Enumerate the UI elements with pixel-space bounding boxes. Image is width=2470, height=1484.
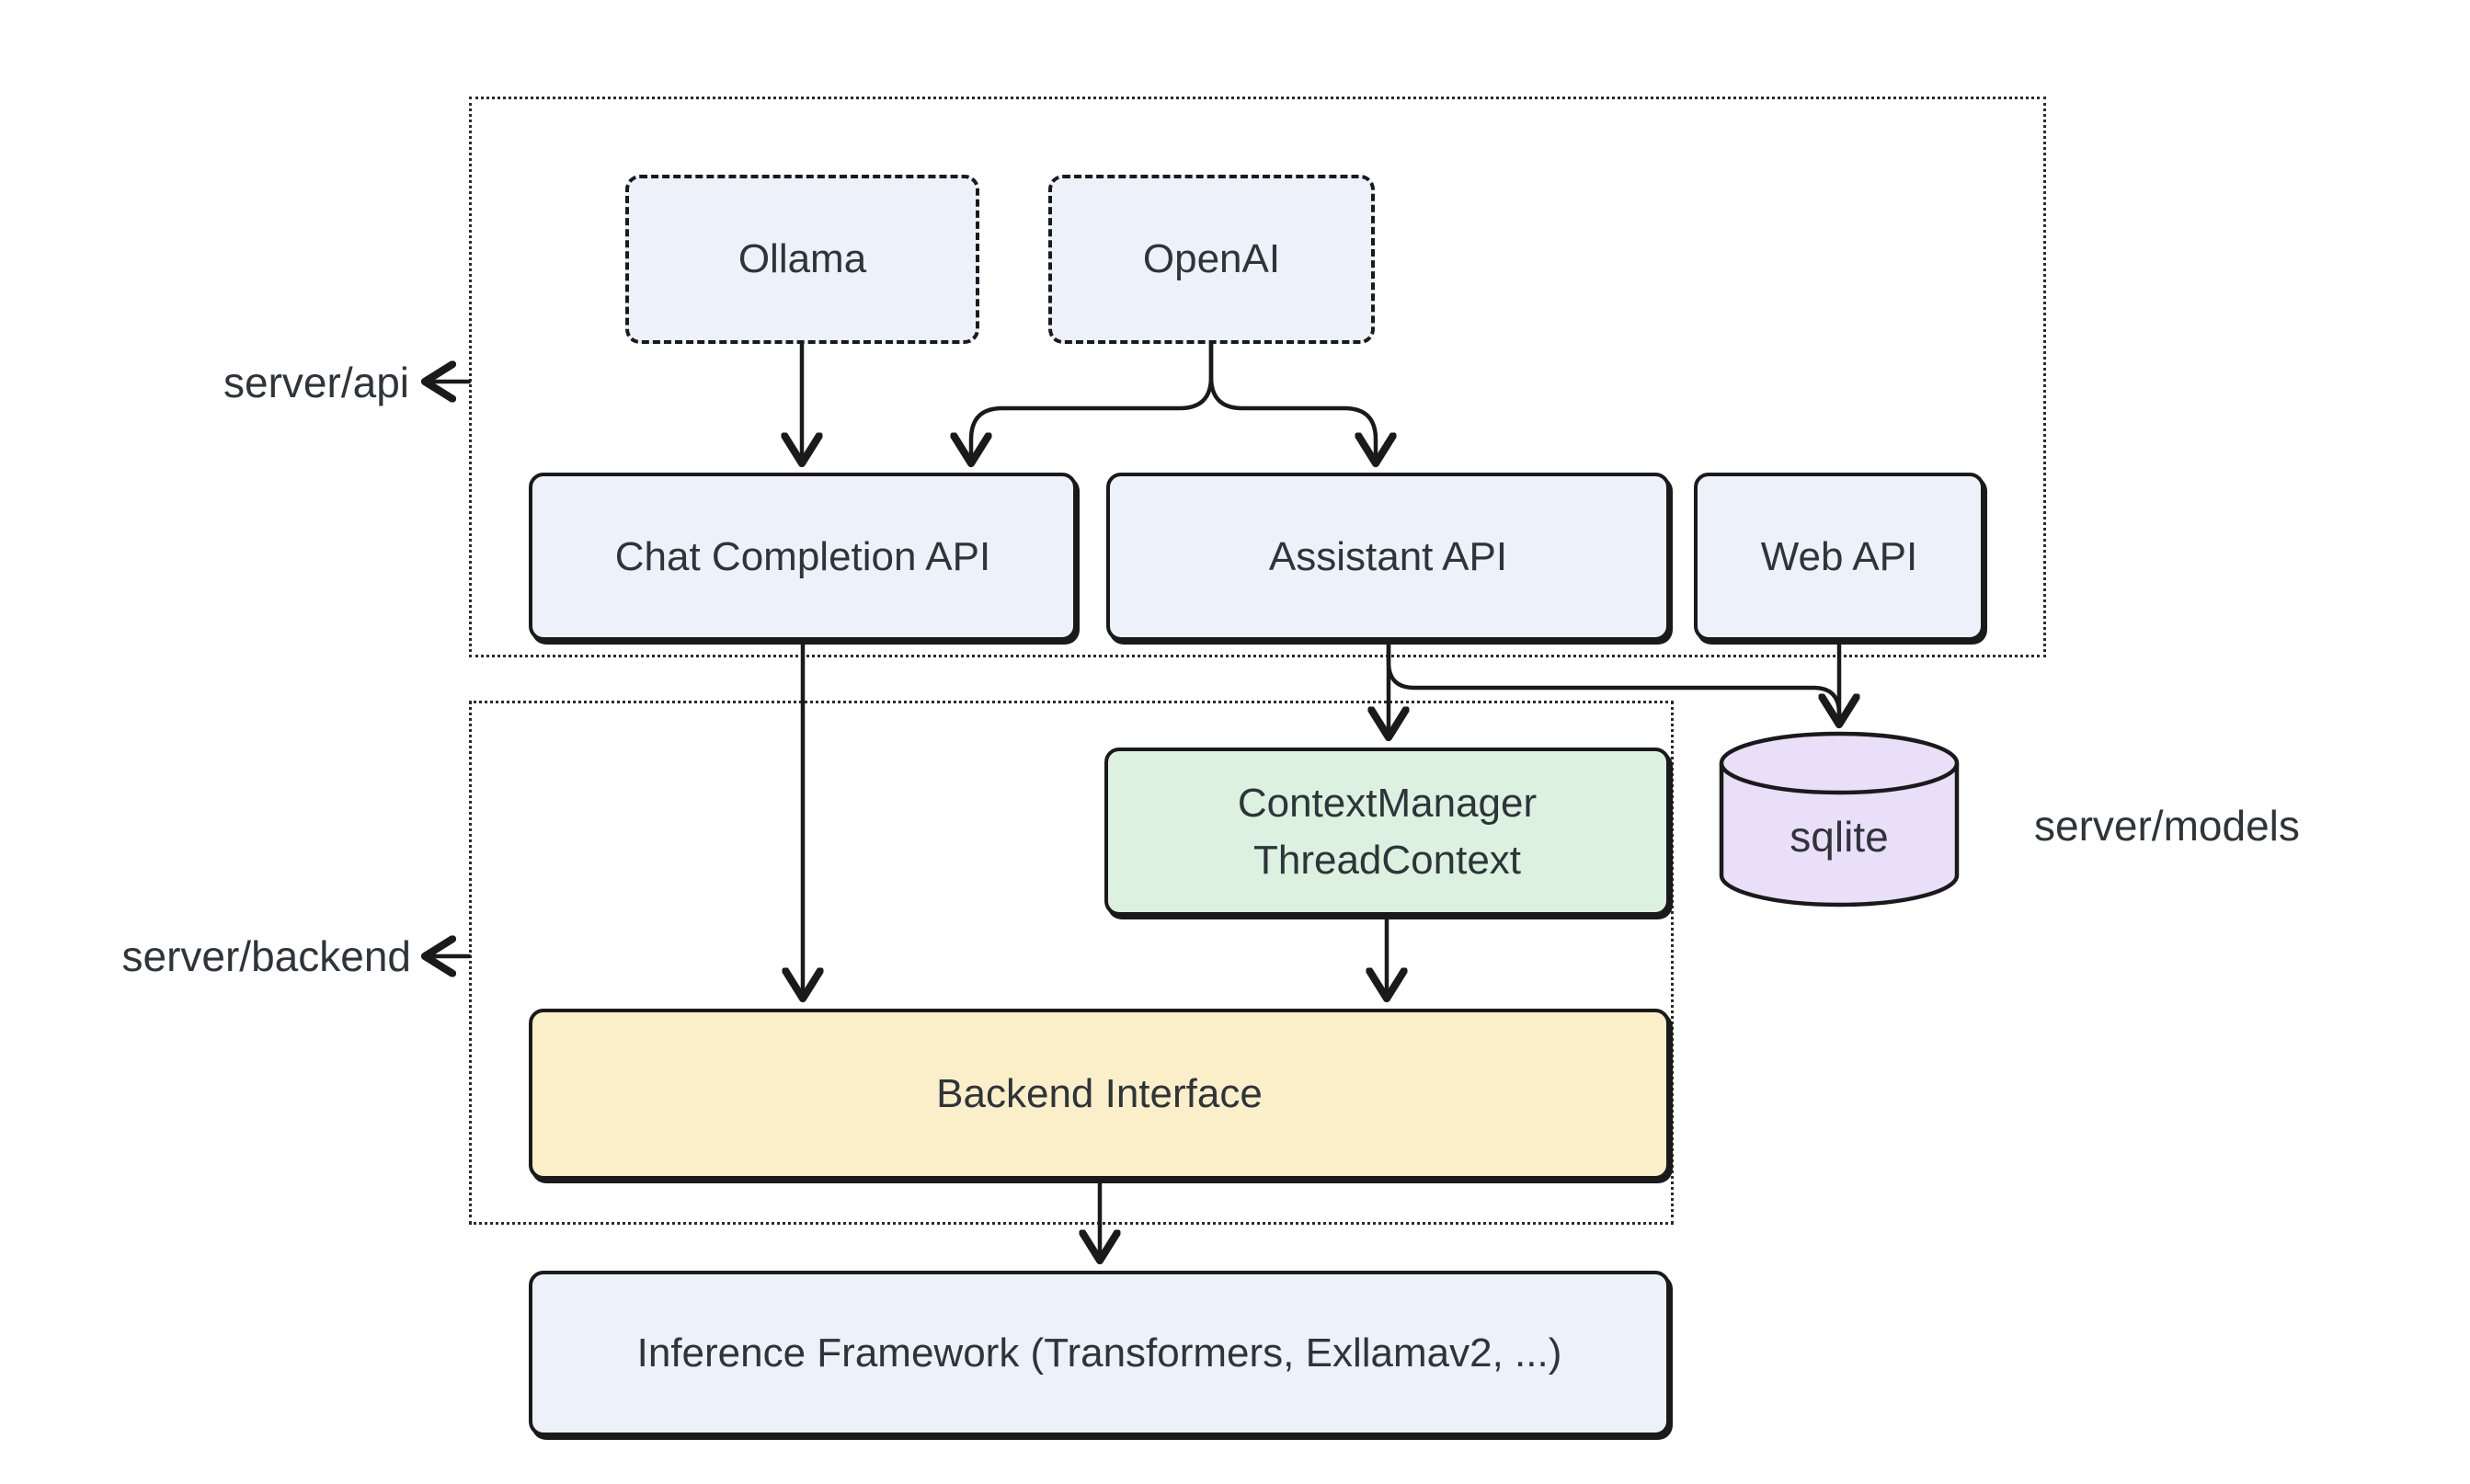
node-chat-completion-api-label: Chat Completion API — [614, 533, 991, 579]
node-web-api-label: Web API — [1760, 533, 1918, 579]
node-openai-label: OpenAI — [1142, 236, 1281, 281]
node-openai: OpenAI — [1048, 175, 1375, 344]
node-context-manager-label-line2: ThreadContext — [1252, 837, 1522, 883]
group-label-server-models: server/models — [2034, 802, 2300, 850]
group-label-server-api: server/api — [223, 359, 409, 406]
node-backend-interface-label: Backend Interface — [936, 1071, 1263, 1116]
node-context-manager: ContextManager ThreadContext — [1104, 748, 1670, 916]
node-ollama-label: Ollama — [738, 236, 867, 281]
node-inference-framework: Inference Framework (Transformers, Exlla… — [529, 1271, 1670, 1436]
node-chat-completion-api: Chat Completion API — [529, 473, 1077, 641]
node-inference-framework-label: Inference Framework (Transformers, Exlla… — [636, 1330, 1562, 1376]
sqlite-cylinder-top — [1719, 731, 1960, 795]
node-sqlite-label: sqlite — [1790, 813, 1889, 861]
group-box-server-backend — [469, 701, 1674, 1225]
node-assistant-api-label: Assistant API — [1268, 533, 1508, 579]
node-web-api: Web API — [1694, 473, 1984, 641]
node-assistant-api: Assistant API — [1106, 473, 1670, 641]
group-label-server-backend: server/backend — [121, 932, 412, 980]
node-backend-interface: Backend Interface — [529, 1009, 1670, 1180]
node-context-manager-label-line1: ContextManager — [1237, 780, 1538, 826]
group-box-server-api — [469, 97, 2046, 657]
node-ollama: Ollama — [625, 175, 979, 344]
